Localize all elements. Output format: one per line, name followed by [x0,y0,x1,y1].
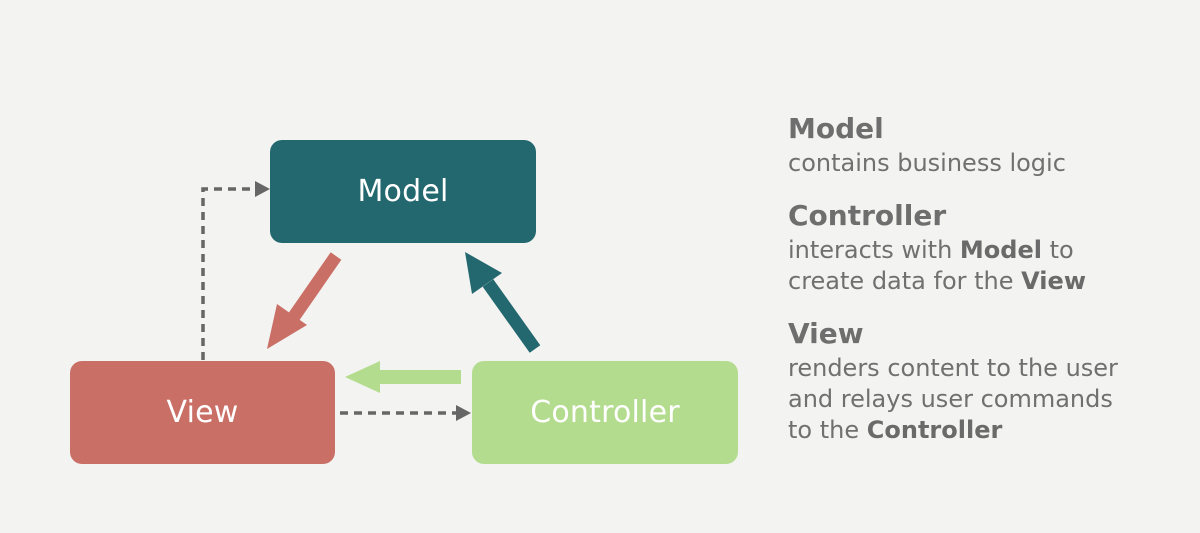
legend-model-description: contains business logic [788,149,1066,177]
legend-model: Model contains business logic [788,110,1193,179]
legend-view: View renders content to the user and rel… [788,315,1193,446]
edge-controller-to-view [345,361,461,393]
legend-model-title: Model [788,112,884,145]
legend-controller-model-ref: Model [959,236,1042,264]
legend-controller-title: Controller [788,199,947,232]
edge-model-to-view-arrowhead [267,304,307,349]
legend-controller-description-line-1: interacts with Model to [788,235,1193,266]
legend-view-description-line-3: to the Controller [788,415,1193,446]
legend-controller-text: interacts with [788,236,960,264]
legend-view-description-line-1: renders content to the user [788,354,1118,382]
edge-controller-to-model [465,252,541,353]
view-node: View [70,361,335,464]
model-node: Model [270,140,536,243]
edge-view-to-model-dashed [201,181,270,360]
legend-view-title: View [788,317,864,350]
legend-controller-text: create data for the [788,267,1022,295]
edge-view-to-model-arrowhead [255,181,270,197]
edge-view-to-controller-arrowhead [456,405,471,421]
edge-model-to-view-shaft [287,252,342,322]
legend-controller: Controller interacts with Model to creat… [788,197,1193,297]
controller-node-label: Controller [530,395,680,430]
legend-view-controller-ref: Controller [866,416,1003,444]
controller-node: Controller [472,361,738,464]
legend-view-text: to the [788,416,867,444]
edge-model-to-view [267,252,342,349]
legend-view-description-line-2: and relays user commands [788,385,1113,413]
legend-controller-view-ref: View [1021,267,1086,295]
legend: Model contains business logic Controller… [788,110,1193,464]
edge-view-to-controller-dashed [340,405,471,421]
edge-controller-to-model-arrowhead [465,252,502,294]
legend-controller-text: to [1041,236,1074,264]
view-node-label: View [166,395,239,430]
edge-controller-to-view-arrowhead [345,361,380,393]
edge-view-to-model-line [201,187,256,360]
edge-controller-to-model-shaft [482,279,541,353]
legend-controller-description-line-2: create data for the View [788,266,1193,297]
model-node-label: Model [357,174,449,209]
